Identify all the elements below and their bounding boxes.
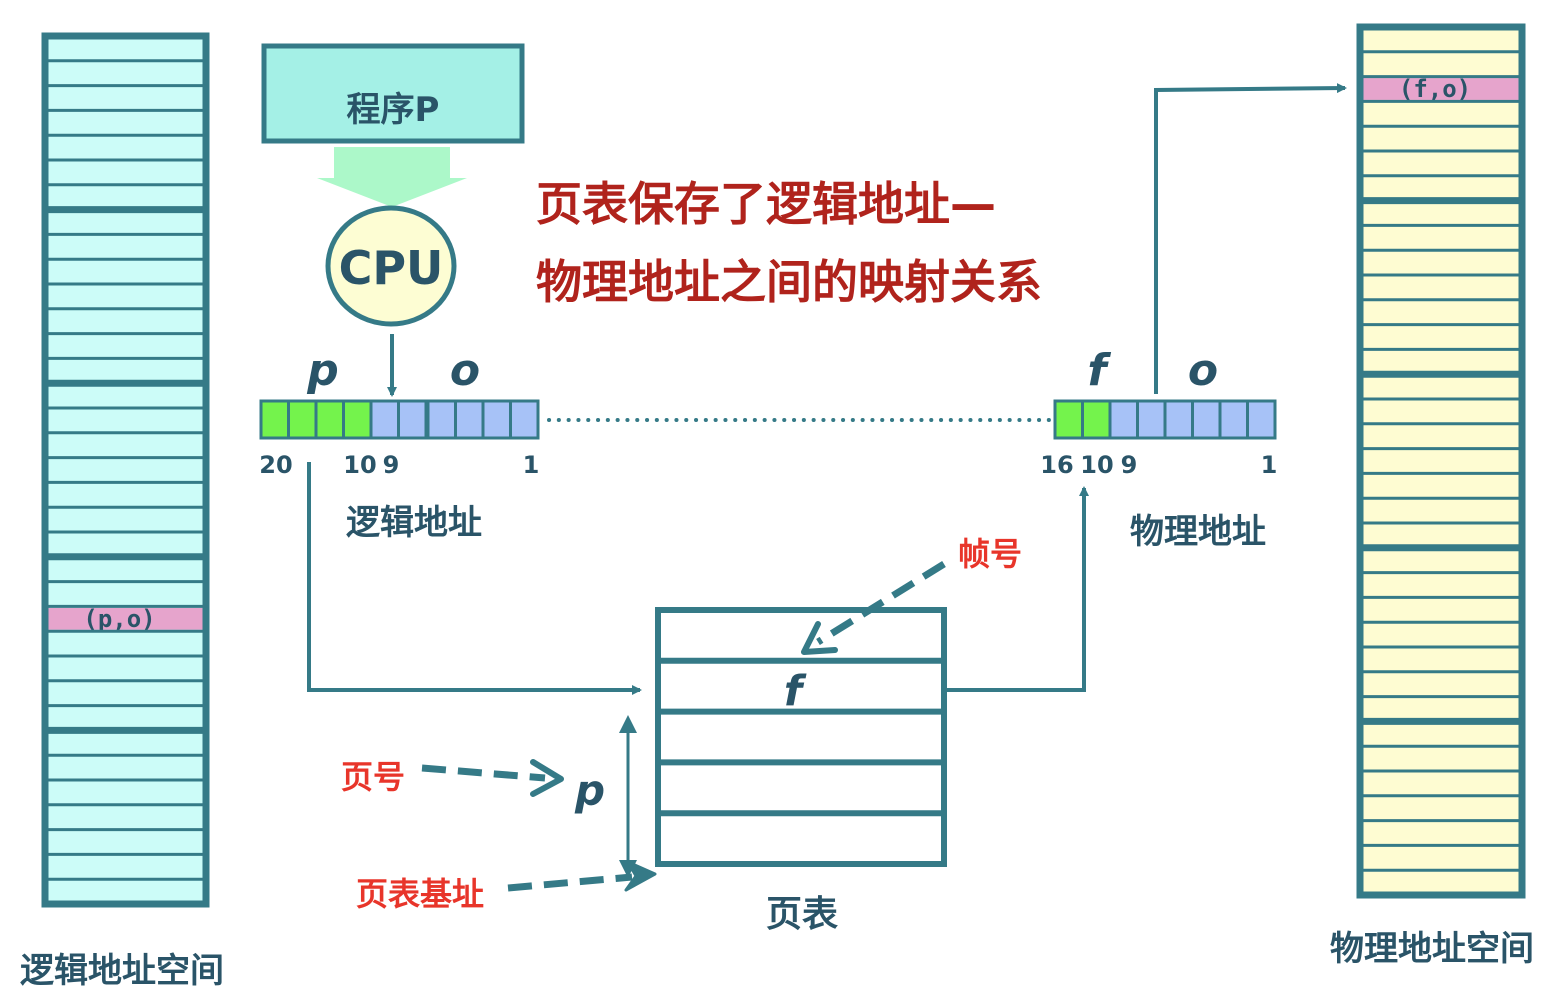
physical-bit-16: 16 (1040, 451, 1073, 479)
logical-bit-1: 1 (523, 451, 540, 479)
memory-page (45, 379, 206, 534)
frame-bit-cell (1081, 399, 1112, 440)
physical-bit-9: 9 (1121, 451, 1138, 479)
page-table-label: 页表 (766, 894, 838, 935)
entry-label: (f,o) (1399, 75, 1471, 103)
offset-bit-cell (509, 399, 540, 440)
memory-page (1360, 544, 1522, 699)
title-line-2: 物理地址之间的映射关系 (536, 255, 1042, 309)
cpu: CPU (325, 205, 457, 327)
offset-bit-cell (454, 399, 485, 440)
physical-to-memory-arrow (1154, 83, 1347, 394)
logical-address-space: (p,o) (41, 32, 210, 908)
logical-bit-9: 9 (383, 451, 400, 479)
memory-page (45, 726, 206, 881)
page-bit-cell (314, 399, 345, 440)
page-number-dashed-line (421, 764, 546, 782)
page-number-label: 页号 (341, 758, 405, 796)
physical-address-label: 物理地址 (1130, 512, 1266, 552)
frame-bit-cell (1053, 399, 1084, 440)
program-label: 程序P (347, 90, 440, 130)
page-bit-cell (342, 399, 373, 440)
physical-bit-1: 1 (1261, 451, 1278, 479)
memory-page: (p,o) (45, 553, 206, 708)
physical-address-space: (f,o) (1356, 23, 1526, 899)
program-to-cpu-arrow (317, 147, 467, 207)
memory-page: (f,o) (1360, 50, 1522, 178)
memory-page (45, 206, 206, 360)
page-table-base-arrowhead (624, 860, 657, 892)
page-table-frame (655, 607, 947, 867)
frame-number-arrowhead (801, 621, 838, 655)
frame-number-label: 帧号 (958, 535, 1022, 573)
physical-space-label: 物理地址空间 (1330, 929, 1534, 969)
offset-p-span-top-arrow (619, 715, 637, 733)
offset-bit-cell (369, 399, 400, 440)
page-number-to-table-arrow (307, 462, 642, 695)
page-bit-cell (287, 399, 318, 440)
physical-field-f: f (1087, 345, 1111, 396)
page-number-symbol: p (574, 766, 605, 815)
physical-address-register (1053, 399, 1277, 440)
page-table: f (655, 607, 947, 867)
memory-page (45, 59, 206, 187)
offset-bit-cell (426, 399, 457, 440)
offset-bit-cell (1136, 399, 1167, 440)
highlighted-entry (48, 607, 203, 630)
offset-bit-cell (1108, 399, 1139, 440)
cpu-label: CPU (339, 241, 444, 295)
logical-field-p: p (306, 345, 339, 396)
page-number-arrowhead (530, 759, 564, 797)
physical-field-o: o (1188, 345, 1218, 396)
physical-bit-10: 10 (1080, 451, 1113, 479)
offset-bit-cell (1218, 399, 1249, 440)
page-bit-cell (259, 399, 290, 440)
memory-page (1360, 717, 1522, 872)
entry-label: (p,o) (83, 605, 155, 633)
memory-page (1360, 370, 1522, 525)
logical-bit-20: 20 (259, 451, 292, 479)
physical_space-frame (1356, 23, 1526, 899)
highlighted-entry (1363, 78, 1519, 100)
program-box: 程序P (261, 43, 525, 144)
frame-to-physical-arrow (946, 486, 1089, 692)
offset-bit-cell (1163, 399, 1194, 440)
frame-number-dashed-line (816, 561, 946, 645)
page-table-entry: f (784, 667, 807, 716)
offset-bit-cell (397, 399, 428, 440)
cpu-circle (325, 205, 457, 327)
offset-bit-cell (1246, 399, 1277, 440)
logical-address-register (259, 399, 540, 440)
page-table-base-dashed-line (507, 873, 633, 892)
logical-space-label: 逻辑地址空间 (20, 951, 224, 991)
logical-address-label: 逻辑地址 (346, 503, 482, 543)
logical-field-o: o (450, 345, 480, 396)
offset-bit-cell (481, 399, 512, 440)
memory-page (1360, 197, 1522, 351)
page-table-base-label: 页表基址 (356, 875, 484, 913)
logical_space-frame (41, 32, 210, 908)
logical-bit-10: 10 (343, 451, 376, 479)
program-box-rect (261, 43, 525, 144)
offset-bit-cell (1191, 399, 1222, 440)
title-line-1: 页表保存了逻辑地址— (536, 177, 996, 231)
